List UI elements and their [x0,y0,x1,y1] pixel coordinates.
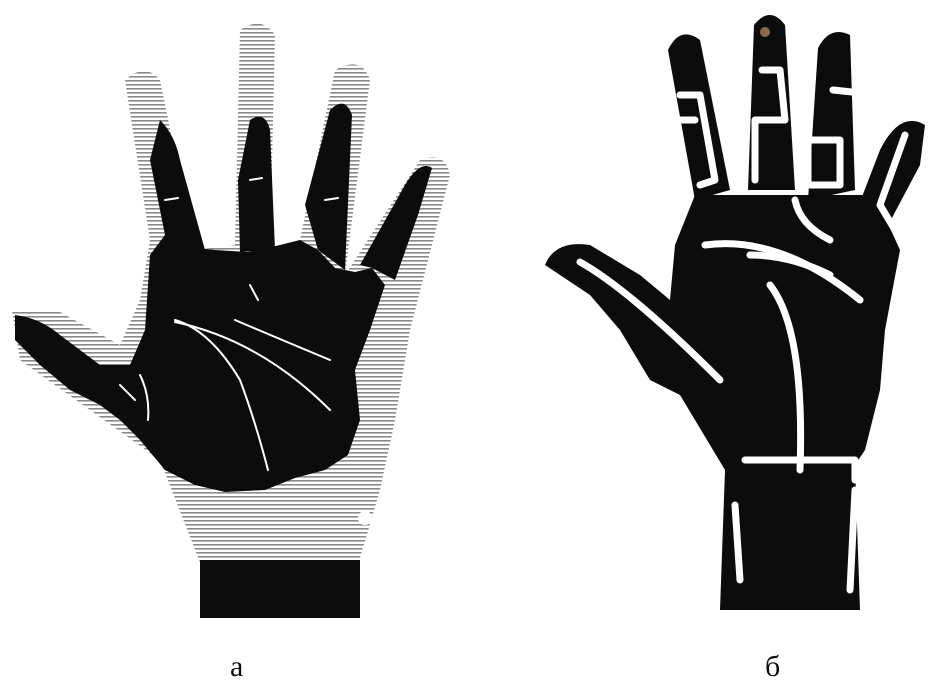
panel-b-hand-diagram [530,0,938,640]
caption-b: б [765,652,780,682]
hand-diagram-icon [530,0,938,640]
caption-a: а [230,652,243,682]
panel-a-hand-print [0,0,470,640]
finger-mark [760,27,770,37]
hand-print-icon [0,0,470,640]
white-spot [358,511,372,525]
